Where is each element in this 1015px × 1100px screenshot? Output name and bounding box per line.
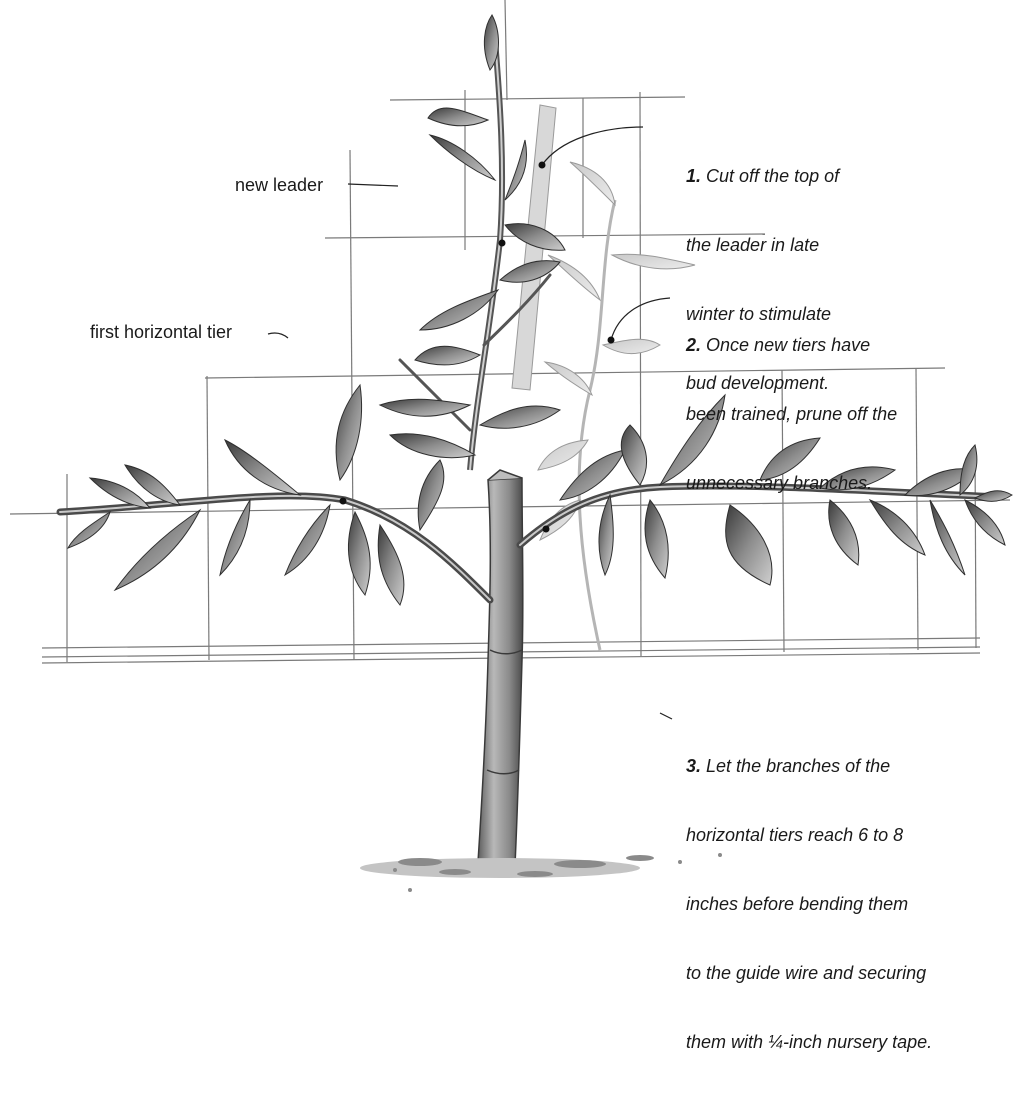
- trunk: [478, 478, 523, 865]
- trellis-post-top: [505, 0, 507, 100]
- leaf: [621, 425, 646, 485]
- new-leader-callout-line: [348, 184, 398, 186]
- pale-leaf: [570, 162, 615, 205]
- leaf: [505, 140, 526, 200]
- leaf: [430, 135, 495, 180]
- step-1-line: 1. Cut off the top of: [686, 165, 839, 188]
- step-2-line: been trained, prune off the: [686, 403, 897, 426]
- first-tier-callout-line: [268, 333, 288, 338]
- step-1-number: 1.: [686, 166, 701, 186]
- first-tier-point: [340, 498, 347, 505]
- step-2-line: 2. Once new tiers have: [686, 334, 897, 357]
- ground: [360, 853, 722, 892]
- leaf: [68, 512, 110, 548]
- leaf: [380, 399, 470, 416]
- first-tier-label: first horizontal tier: [90, 321, 232, 344]
- leaf: [336, 385, 361, 480]
- new-leader-point: [499, 240, 506, 247]
- step-3-line: 3. Let the branches of the: [686, 755, 932, 778]
- leaf: [225, 440, 300, 495]
- pale-leaf: [545, 362, 592, 395]
- leaf: [415, 346, 480, 365]
- trellis-post: [975, 445, 976, 648]
- leaf: [348, 512, 370, 595]
- leaf: [505, 224, 565, 251]
- pale-leaf: [612, 254, 695, 269]
- step-1-line: the leader in late: [686, 234, 839, 257]
- leaf: [480, 406, 560, 428]
- new-leader-label: new leader: [235, 174, 323, 197]
- leaf: [390, 434, 475, 458]
- step-3-point: [543, 526, 550, 533]
- leaf: [930, 500, 965, 575]
- step-1-callout-line: [542, 127, 643, 165]
- step-3-callout-line: [660, 713, 672, 719]
- leaf: [285, 505, 330, 575]
- pale-stem: [579, 200, 615, 650]
- leaf: [500, 261, 560, 283]
- step-3-line: to the guide wire and securing: [686, 962, 932, 985]
- step-2-line: unnecessary branches.: [686, 472, 897, 495]
- step-2-text: 2. Once new tiers have been trained, pru…: [686, 288, 897, 541]
- leaf: [960, 445, 977, 495]
- leaf: [378, 525, 404, 605]
- step-2-point: [608, 337, 615, 344]
- trellis-post: [640, 92, 641, 656]
- leaf: [115, 510, 200, 590]
- leaf: [599, 495, 613, 575]
- step-1-point: [539, 162, 546, 169]
- leader-side-shoot: [400, 360, 470, 430]
- step-2-number: 2.: [686, 335, 701, 355]
- espalier-diagram: new leader first horizontal tier 1. Cut …: [0, 0, 1015, 905]
- leaf: [965, 500, 1005, 545]
- leaf: [418, 460, 444, 530]
- step-3-line: horizontal tiers reach 6 to 8: [686, 824, 932, 847]
- trellis-wire-top: [390, 97, 685, 100]
- leaf: [428, 108, 488, 126]
- leaf: [645, 500, 668, 578]
- trellis-post: [207, 376, 209, 660]
- callout-points: [340, 162, 615, 533]
- step-3-number: 3.: [686, 756, 701, 776]
- step-3-line: them with ¼-inch nursery tape.: [686, 1031, 932, 1054]
- trellis-post: [916, 368, 918, 650]
